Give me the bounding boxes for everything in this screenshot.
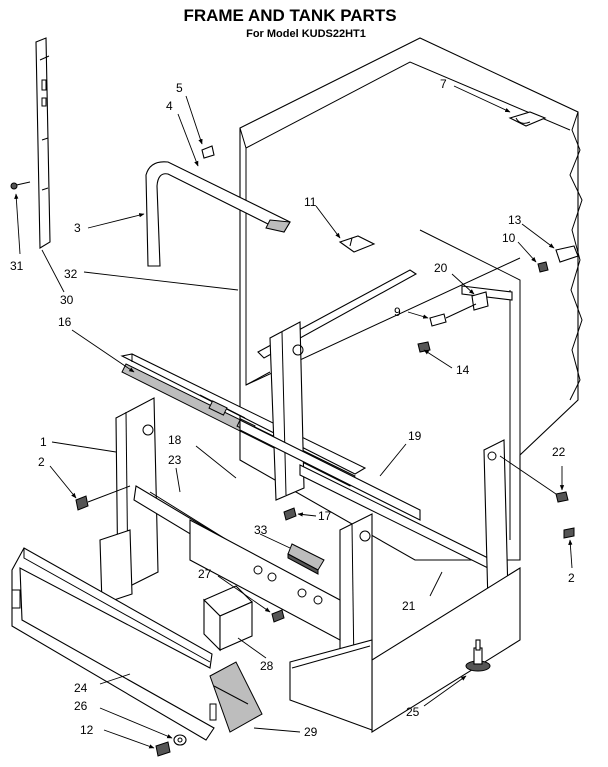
callout-30: 30: [60, 293, 74, 307]
callout-17: 17: [318, 509, 332, 523]
tank-part: [239, 37, 583, 561]
callout-2-left: 2: [38, 455, 45, 469]
callout-5: 5: [176, 81, 183, 95]
callout-28: 28: [260, 659, 274, 673]
switch-part: [287, 543, 325, 575]
washer-part: [173, 734, 187, 746]
callout-27: 27: [198, 567, 212, 581]
screw-icon: [201, 145, 215, 159]
model-subtitle: For Model KUDS22HT1: [246, 28, 366, 40]
insulation-block-part: [209, 661, 263, 733]
screw-icon: [555, 491, 569, 503]
callout-16: 16: [58, 315, 72, 329]
bracket-part: [537, 245, 579, 273]
callout-10: 10: [502, 231, 516, 245]
control-box-part: [203, 585, 253, 652]
clip-part: [508, 111, 547, 127]
callout-29: 29: [304, 725, 318, 739]
callout-25: 25: [406, 705, 420, 719]
callout-33: 33: [254, 523, 268, 537]
callout-1: 1: [40, 435, 47, 449]
callout-24: 24: [74, 681, 88, 695]
screw-icon: [155, 741, 171, 757]
callout-23: 23: [168, 453, 182, 467]
screw-icon: [271, 609, 285, 623]
page-title: FRAME AND TANK PARTS: [183, 6, 396, 25]
callout-3: 3: [74, 221, 81, 235]
base-frame-part: [99, 321, 521, 733]
callout-14: 14: [456, 363, 470, 377]
side-bracket-part: [35, 37, 51, 249]
callout-18: 18: [168, 433, 182, 447]
callout-11: 11: [304, 195, 317, 209]
screw-icon: [417, 341, 431, 353]
screw-icon: [283, 507, 297, 521]
callout-4: 4: [166, 99, 173, 113]
callout-31: 31: [10, 259, 24, 273]
callout-2-right: 2: [568, 571, 575, 585]
callout-22: 22: [552, 445, 566, 459]
bracket-part: [338, 235, 376, 253]
callout-9: 9: [394, 305, 401, 319]
callout-labels: 5 4 3 7 11 13 10 20 9 14 31 30 32 16 1 2…: [10, 77, 575, 739]
callout-21: 21: [402, 599, 416, 613]
callout-32: 32: [64, 267, 78, 281]
tube-part: [145, 161, 291, 267]
screw-icon: [75, 485, 131, 511]
callout-20: 20: [434, 261, 448, 275]
callout-26: 26: [74, 699, 88, 713]
screw-icon: [429, 303, 477, 327]
toe-panel-part: [11, 547, 217, 741]
leveling-leg-part: [465, 639, 491, 672]
callout-19: 19: [408, 429, 422, 443]
screw-icon: [10, 181, 31, 190]
callout-7: 7: [440, 77, 447, 91]
callout-12: 12: [80, 723, 94, 737]
screw-icon: [563, 527, 575, 539]
callout-13: 13: [508, 213, 522, 227]
leader-lines: [14, 85, 573, 749]
